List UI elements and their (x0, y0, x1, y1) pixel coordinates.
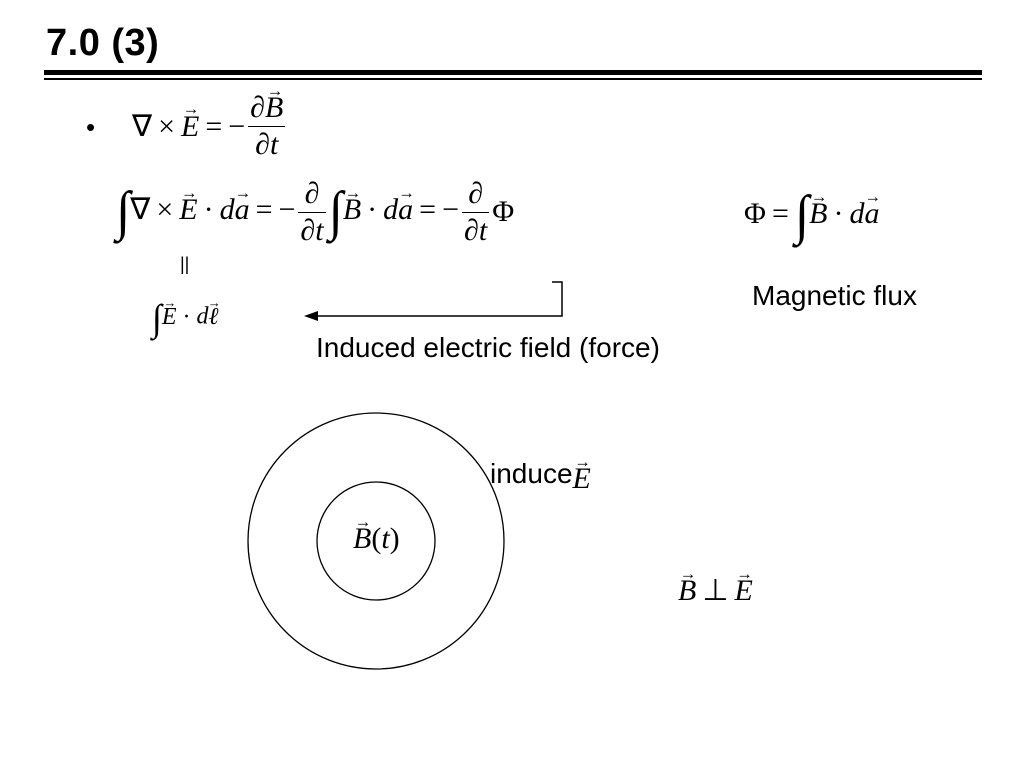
perpendicular-relation: B⊥E (678, 573, 753, 608)
title-rule-thin (44, 78, 982, 80)
induce-label: induce (490, 458, 573, 489)
integral-form-equation: ∫∇×E·da=−∂∂t∫B·da=−∂∂tΦ (116, 178, 514, 246)
title-rule-thick (44, 70, 982, 75)
induced-field-label: Induced electric field (force) (316, 332, 660, 363)
bullet-marker: • (86, 112, 96, 142)
magnetic-field-time-label: B(t) (353, 522, 400, 556)
inner-field-circle (316, 481, 436, 601)
slide-title: 7.0 (3) (46, 22, 160, 64)
magnetic-flux-label: Magnetic flux (752, 280, 917, 311)
flux-definition-equation: Φ=∫B·da (744, 188, 879, 243)
outer-field-circle (247, 412, 505, 670)
faraday-law-equation: ∇×E=−∂B∂t (132, 92, 288, 160)
line-integral-equation: ∫E·dℓ (152, 299, 219, 337)
induce-e-label: induceE (490, 458, 591, 496)
equivalence-mark: || (180, 254, 190, 274)
arrow-connector (304, 281, 563, 321)
